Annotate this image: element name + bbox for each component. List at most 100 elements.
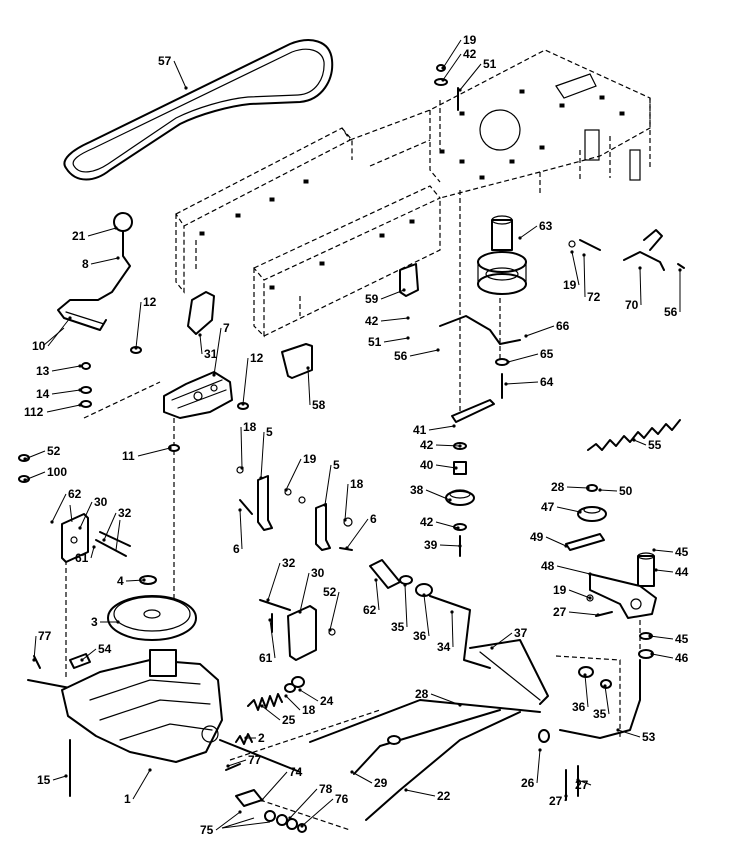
leader-line — [556, 506, 581, 513]
left-bracket-assembly — [61, 513, 131, 563]
callout-c62b: 62 — [363, 603, 377, 617]
leader-dot — [64, 774, 68, 778]
leader-line — [346, 518, 369, 549]
leader-line — [566, 486, 589, 489]
leader-dot — [78, 388, 82, 392]
leader-dot — [92, 545, 96, 549]
leader-line — [33, 635, 37, 661]
callout-c39: 39 — [424, 538, 438, 552]
leader-dot — [450, 610, 454, 614]
leader-dot — [116, 256, 120, 260]
idler-arm-parts — [565, 484, 607, 551]
leader-dot — [328, 628, 332, 632]
leader-dot — [266, 598, 270, 602]
leader-dot — [458, 444, 462, 448]
leader-line — [571, 251, 580, 286]
bracket-59-part — [399, 263, 419, 297]
callout-c55: 55 — [648, 438, 662, 452]
leader-line — [240, 426, 243, 469]
leader-line — [435, 444, 461, 447]
bracket-7-part — [163, 371, 233, 419]
callout-c3: 3 — [91, 615, 98, 629]
leader-line — [285, 695, 301, 711]
leader-dot — [298, 610, 302, 614]
leader-line — [221, 817, 255, 829]
callout-c1: 1 — [124, 792, 131, 806]
leader-dot — [259, 476, 263, 480]
callout-c51b: 51 — [368, 335, 382, 349]
callout-c45b: 45 — [675, 632, 689, 646]
leader-line — [568, 611, 599, 616]
callout-c52b: 52 — [323, 585, 337, 599]
brake-link-37 — [469, 639, 549, 705]
leader-dot — [441, 78, 445, 82]
leader-line — [215, 811, 241, 831]
leader-dot — [288, 816, 292, 820]
leader-dot — [226, 764, 230, 768]
leader-line — [79, 501, 93, 529]
leader-dot — [596, 613, 600, 617]
callout-c19c: 19 — [563, 278, 577, 292]
callout-c32b: 32 — [282, 556, 296, 570]
leader-line — [43, 327, 65, 346]
leader-line — [451, 611, 454, 648]
leader-line — [428, 425, 455, 431]
transaxle-part — [27, 649, 301, 797]
leader-line — [525, 325, 555, 337]
leader-dot — [350, 770, 354, 774]
leader-line — [24, 450, 46, 460]
leader-line — [239, 509, 243, 550]
leader-dot — [441, 66, 445, 70]
leader-dot — [260, 798, 264, 802]
leader-dot — [452, 424, 456, 428]
leader-dot — [68, 316, 72, 320]
callout-c61b: 61 — [259, 651, 273, 665]
callout-c42b: 42 — [365, 314, 379, 328]
leader-line — [442, 39, 462, 69]
leader-dot — [198, 333, 202, 337]
leader-dot — [298, 688, 302, 692]
callout-c6b: 6 — [370, 512, 377, 526]
leader-dot — [240, 466, 244, 470]
callout-c51a: 51 — [483, 57, 497, 71]
callout-c61a: 61 — [75, 551, 89, 565]
callout-c72: 72 — [587, 290, 601, 304]
callout-c11: 11 — [122, 449, 135, 463]
leader-dot — [490, 646, 494, 650]
leader-dot — [212, 373, 216, 377]
leader-line — [380, 317, 409, 322]
leader-dot — [588, 596, 592, 600]
leader-dot — [586, 486, 590, 490]
leader-dot — [184, 86, 188, 90]
leader-line — [583, 254, 586, 298]
leader-dot — [598, 488, 602, 492]
leader-line — [137, 447, 171, 457]
leader-line — [651, 653, 674, 659]
leader-line — [536, 749, 541, 784]
leader-line — [375, 579, 380, 611]
leader-line — [289, 788, 318, 819]
leader-line — [221, 821, 271, 829]
leader-line — [405, 789, 436, 797]
spring-bracket-70 — [568, 229, 685, 271]
leader-line — [459, 63, 482, 91]
shift-lever-part — [57, 212, 133, 331]
callout-c12a: 12 — [143, 295, 157, 309]
leader-dot — [582, 253, 586, 257]
leader-dot — [134, 346, 138, 350]
callout-c76: 76 — [335, 792, 349, 806]
callout-c62a: 62 — [68, 487, 82, 501]
callout-c30a: 30 — [94, 495, 108, 509]
callout-c31: 31 — [204, 347, 218, 361]
leader-line — [380, 289, 405, 300]
leader-line — [213, 327, 222, 376]
leader-dot — [538, 748, 542, 752]
control-rods — [309, 699, 541, 821]
belt-guide-66-part — [439, 315, 521, 345]
leader-line — [307, 367, 311, 406]
callout-c8: 8 — [82, 257, 89, 271]
leader-line — [261, 705, 281, 721]
leader-line — [351, 771, 373, 784]
callout-c44: 44 — [675, 565, 689, 579]
leader-dot — [456, 526, 460, 530]
